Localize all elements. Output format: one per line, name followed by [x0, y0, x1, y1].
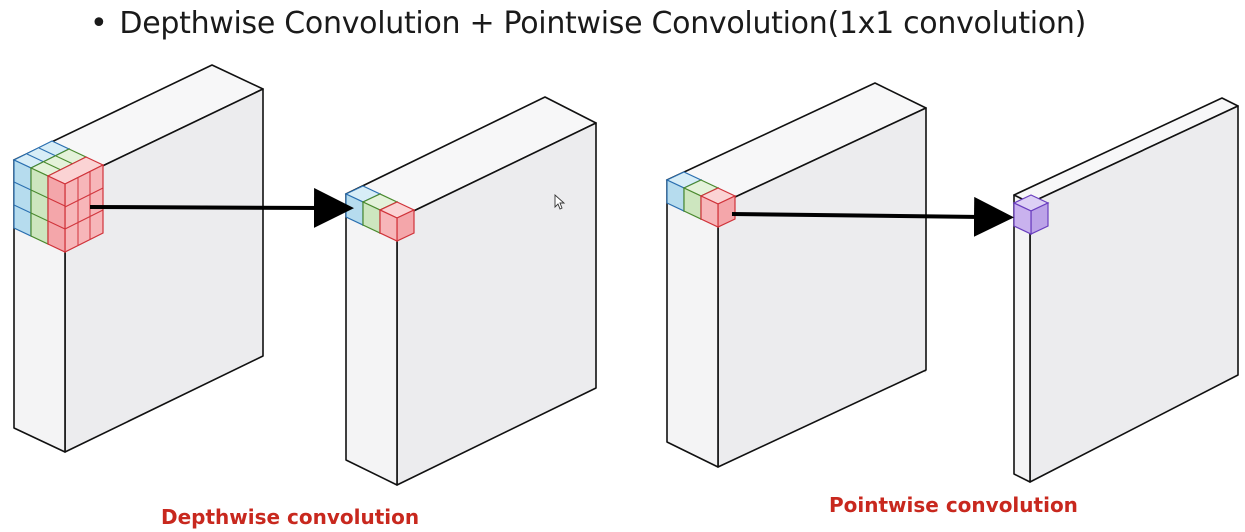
- input-feature-map-slab: [13, 64, 264, 453]
- depthwise-output-slab: [345, 96, 597, 486]
- cube-red: [699, 187, 737, 228]
- bullet-mark: •: [90, 6, 108, 41]
- kernel-red: [46, 156, 105, 253]
- cube-red: [378, 201, 416, 242]
- depthwise-caption: Depthwise convolution: [161, 505, 420, 529]
- mouse-cursor-icon: [554, 193, 566, 210]
- depthwise-kernel-stack: [12, 140, 105, 253]
- page-title: • Depthwise Convolution + Pointwise Convo…: [90, 6, 1086, 48]
- depthwise-output-cubes: [344, 185, 416, 242]
- pointwise-arrow: [731, 196, 1014, 237]
- pointwise-input-slab: [666, 82, 927, 468]
- cube-purple: [1012, 194, 1050, 235]
- depthwise-arrow: [89, 187, 354, 228]
- kernel-green: [29, 148, 88, 245]
- title-text: Depthwise Convolution + Pointwise Convol…: [119, 6, 1087, 41]
- pointwise-caption: Pointwise convolution: [829, 493, 1078, 517]
- pointwise-input-cubes: [665, 171, 737, 228]
- pointwise-output-slab: [1013, 97, 1239, 483]
